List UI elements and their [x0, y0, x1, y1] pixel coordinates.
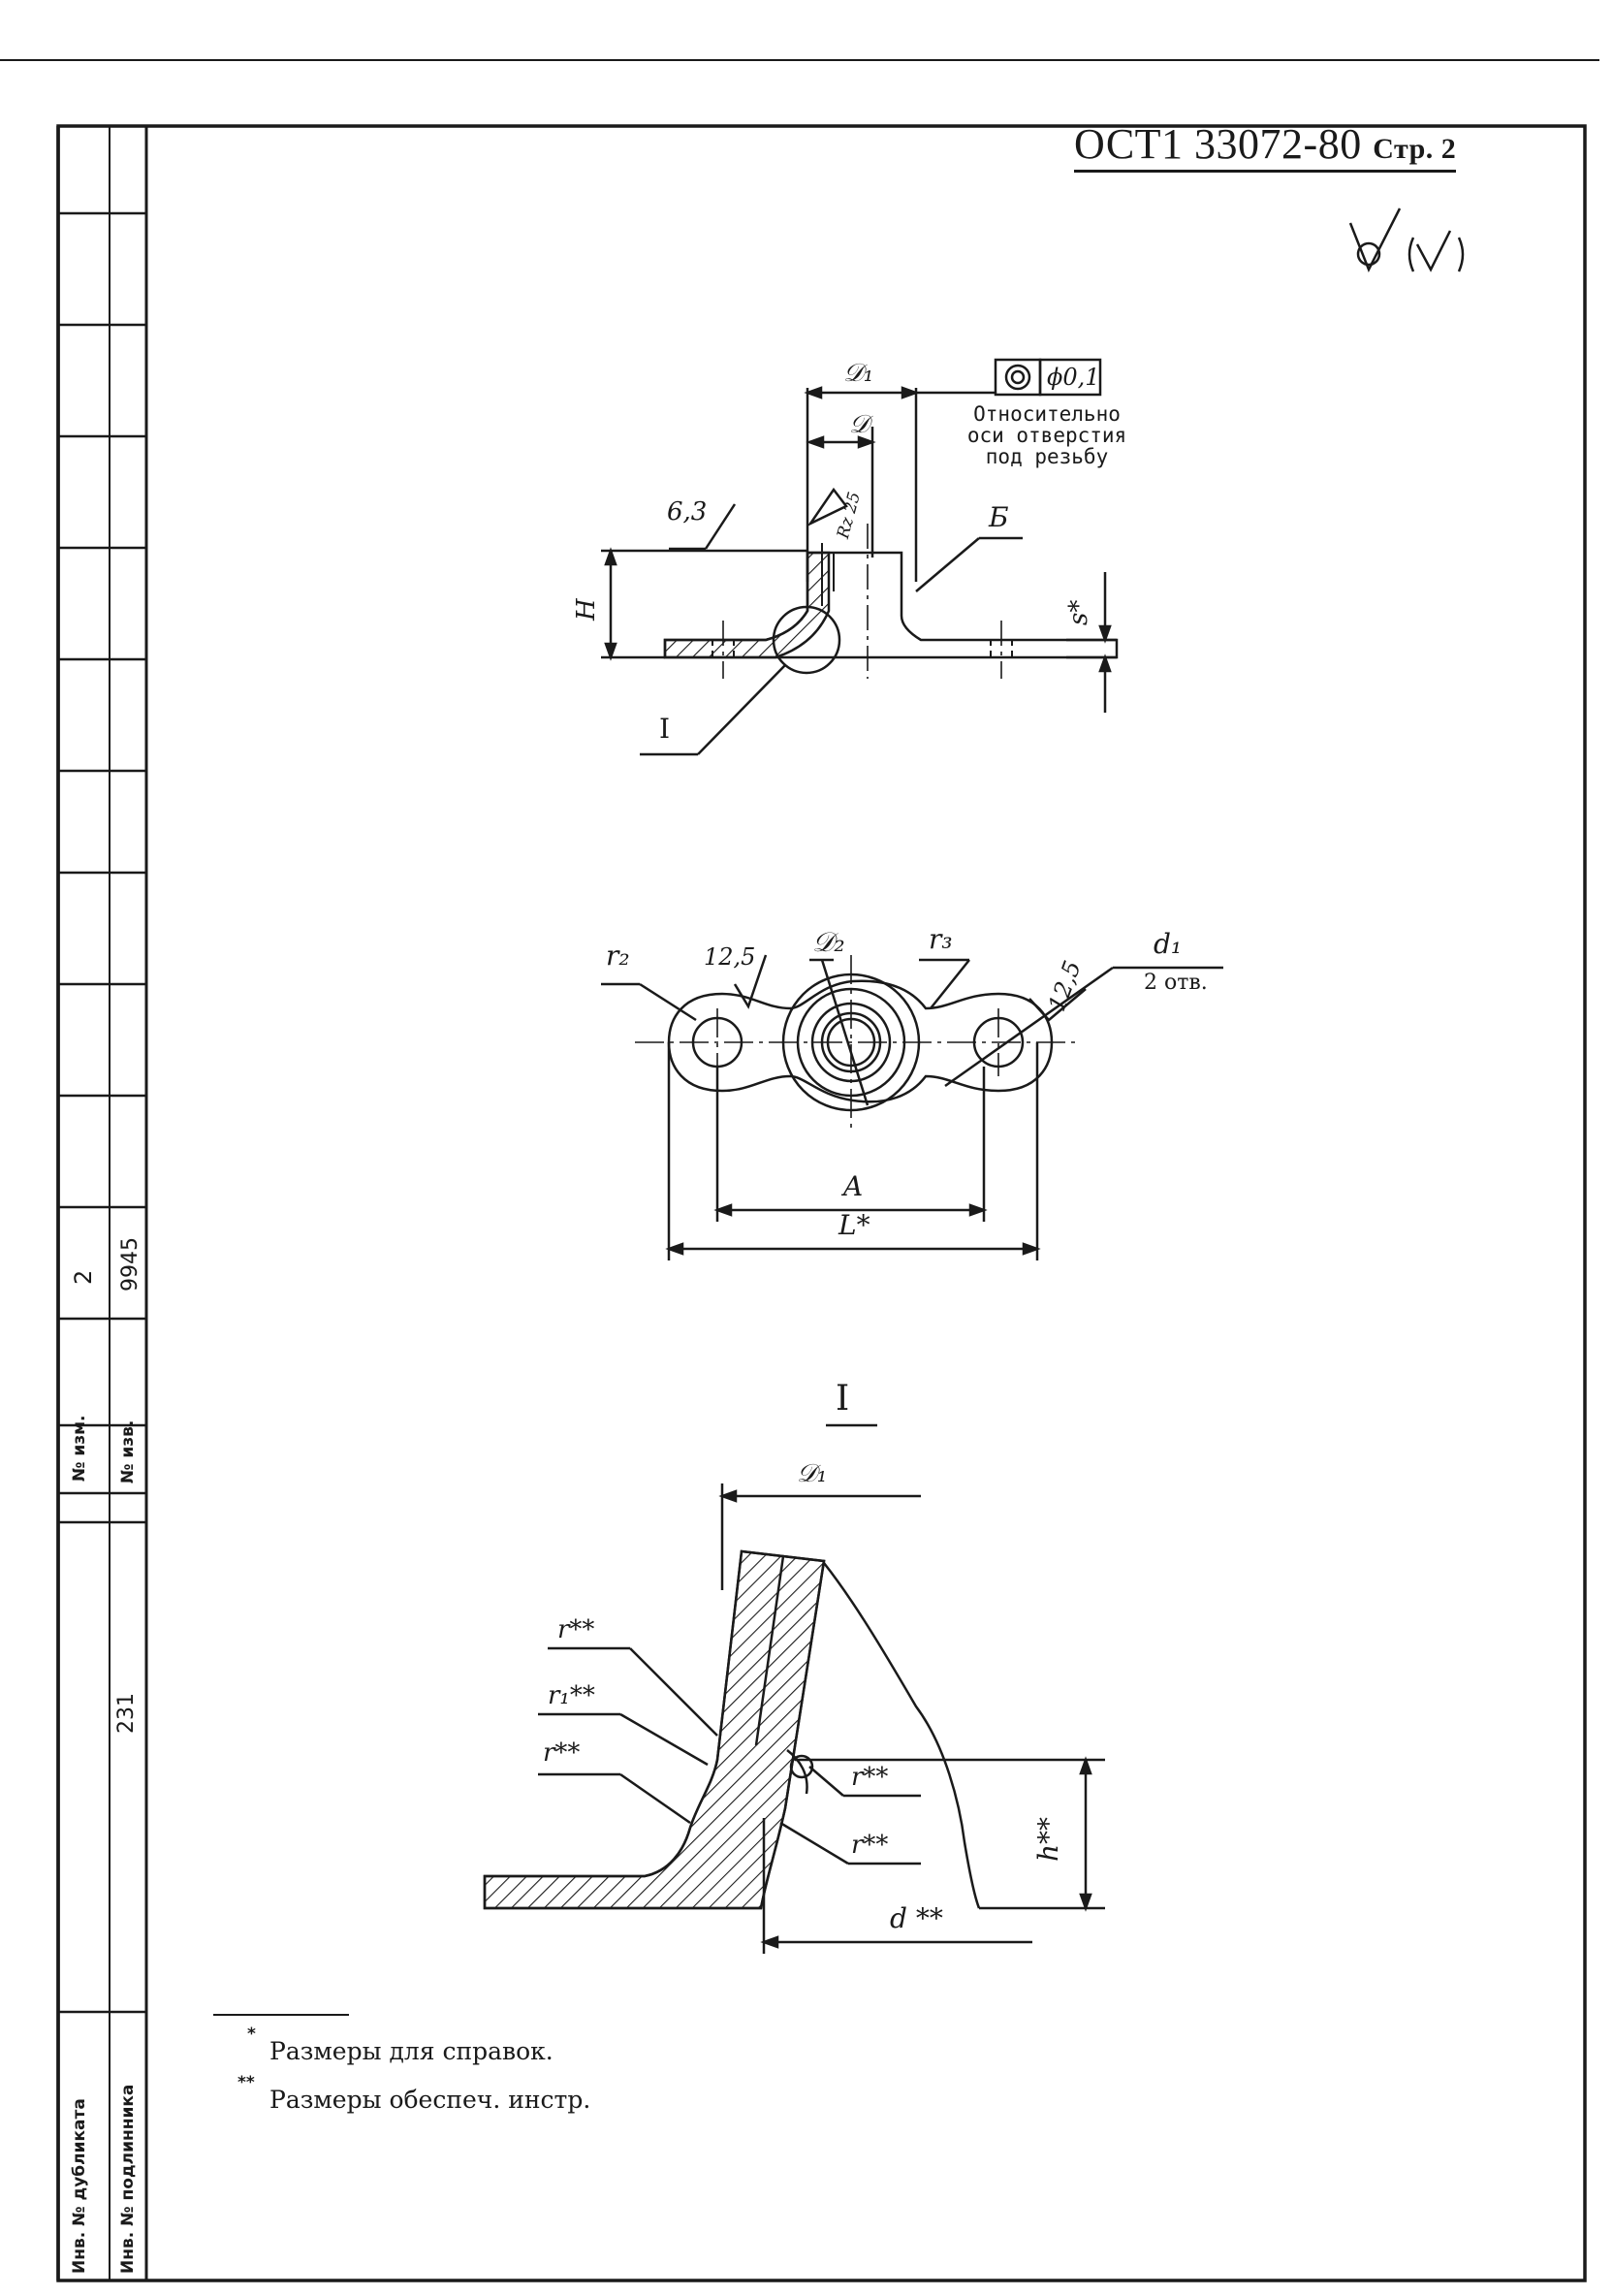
note-mark-1: * — [247, 2025, 256, 2044]
note-mark-2: ** — [237, 2073, 255, 2092]
roughness-12-5-left: 12,5 — [704, 943, 756, 971]
label-l: L* — [838, 1209, 870, 1241]
label-r2: r₂ — [606, 940, 630, 972]
section-mark: I — [659, 713, 671, 745]
stamp-dup-label: Инв. № дубликата — [70, 2098, 89, 2274]
label-r-bottom: r** — [543, 1738, 581, 1768]
label-r-right-1: r** — [851, 1763, 889, 1792]
stamp-change-no: 2 — [70, 1269, 97, 1285]
label-h-detail: h** — [1032, 1816, 1064, 1862]
label-h: H — [572, 598, 601, 621]
label-d1-top: 𝒟₁ — [843, 359, 874, 388]
note-text-1: Размеры для справок. — [269, 2037, 553, 2065]
stamp-orig-label: Инв. № подлинника — [118, 2084, 138, 2274]
stamp-doc-label: № изв. — [118, 1419, 138, 1483]
label-r-top: r** — [557, 1615, 595, 1644]
label-d-detail: d ** — [890, 1902, 943, 1934]
label-a: A — [843, 1170, 864, 1202]
label-d1-detail: 𝒟₁ — [797, 1459, 828, 1488]
doc-number: ОСТ1 33072-80 — [1074, 120, 1362, 168]
roughness-6-3: 6,3 — [667, 497, 708, 526]
tolerance-value: ϕ0,1 — [1047, 364, 1100, 391]
stamp-inv-value: 231 — [114, 1693, 139, 1734]
document-header: ОСТ1 33072-80 Стр. 2 — [1074, 120, 1457, 173]
label-s: s* — [1064, 599, 1093, 625]
roughness-check-icon — [1348, 207, 1465, 273]
detail-title: I — [836, 1379, 850, 1419]
sheet-frame — [0, 59, 1599, 2282]
concentricity-icon — [994, 358, 1102, 397]
top-view — [601, 358, 1119, 756]
label-r3: r₃ — [929, 923, 953, 955]
note-text-2: Размеры обеспеч. инстр. — [269, 2086, 591, 2114]
label-r-right-2: r** — [851, 1831, 889, 1860]
label-r1: r₁** — [548, 1681, 595, 1710]
stamp-change-label: № изм. — [70, 1415, 89, 1482]
label-b: Б — [989, 501, 1009, 533]
tolerance-note-line-3: под резьбу — [985, 445, 1109, 469]
stamp-doc-no: 9945 — [118, 1237, 142, 1292]
tolerance-note: Относительно оси отверстия под резьбу — [955, 403, 1139, 467]
page-label: Стр. 2 — [1373, 133, 1457, 165]
tolerance-note-line-2: оси отверстия — [966, 424, 1127, 448]
label-d1-note: 2 отв. — [1144, 971, 1208, 995]
detail-view — [483, 1423, 1105, 1954]
label-d1-plan: d₁ — [1154, 928, 1183, 960]
plan-view — [601, 954, 1223, 1260]
label-d-top: 𝒟 — [849, 410, 870, 439]
label-d2: 𝒟₂ — [812, 926, 845, 958]
tolerance-note-line-1: Относительно — [973, 402, 1121, 426]
